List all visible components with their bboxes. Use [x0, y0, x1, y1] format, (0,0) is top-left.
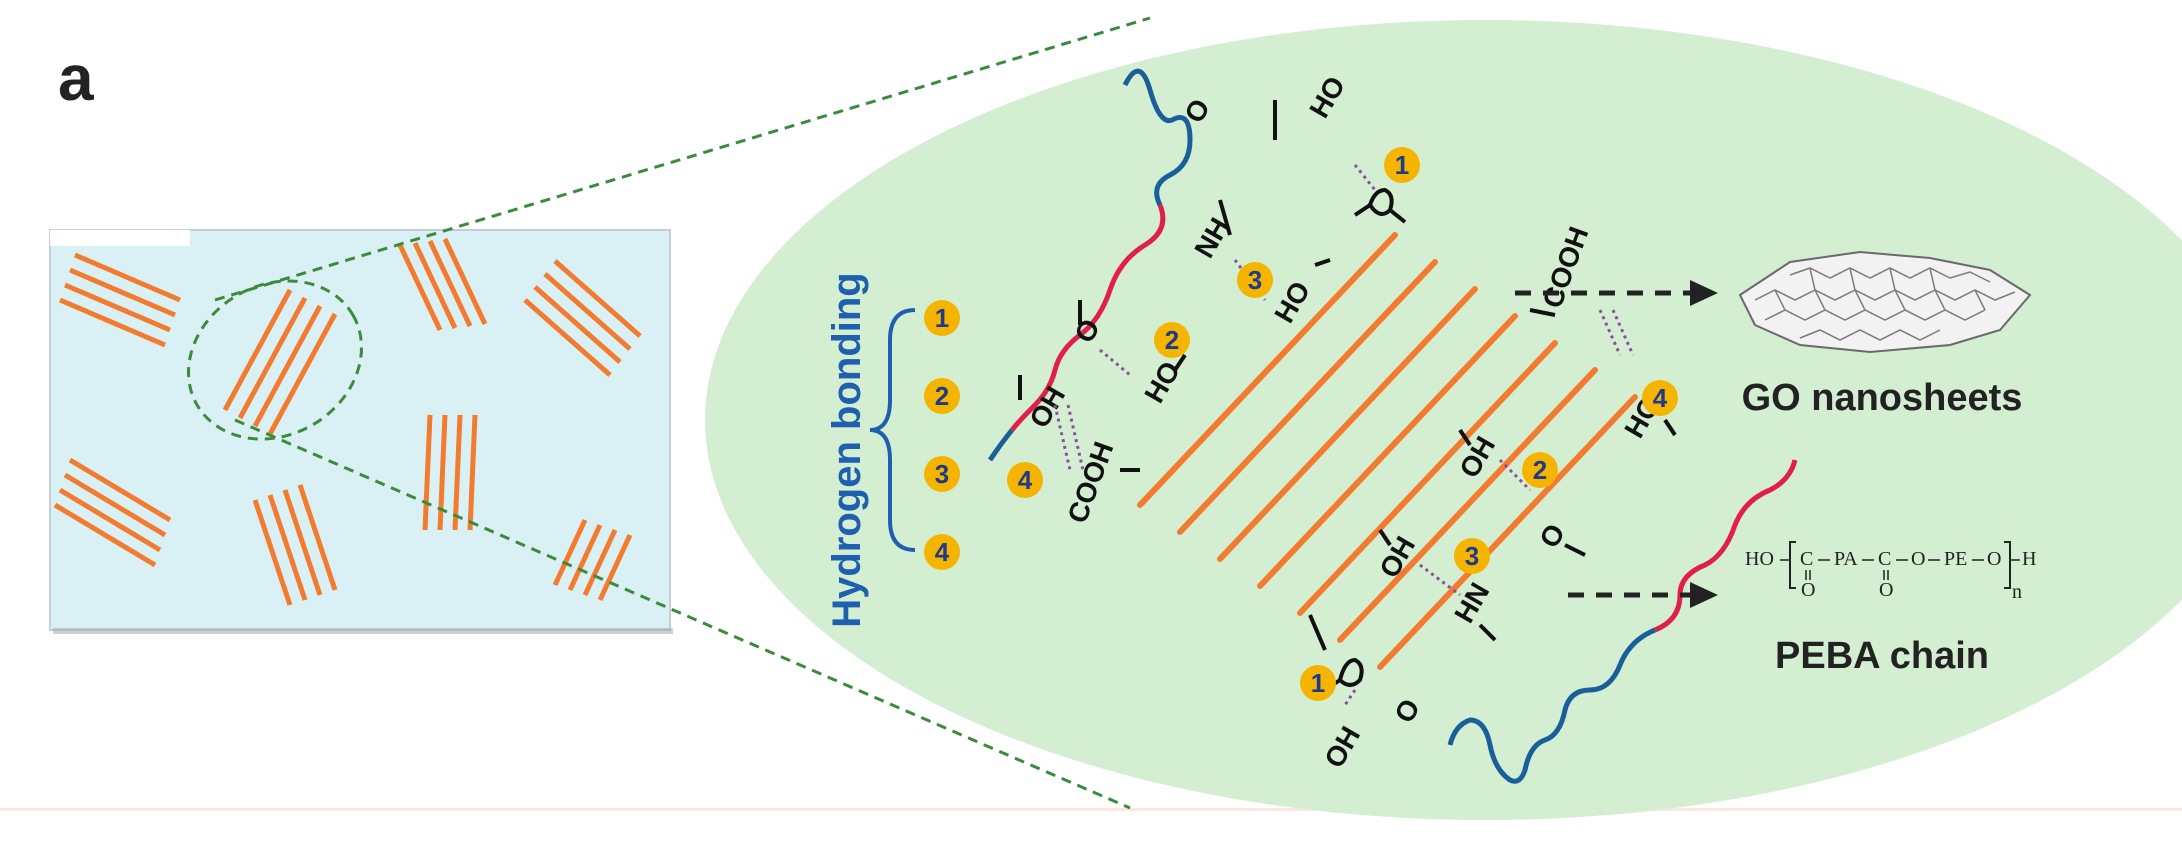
go-sheet-stack	[1137, 232, 1638, 670]
svg-text:1: 1	[1395, 150, 1409, 180]
svg-text:2: 2	[935, 381, 949, 411]
svg-text:PA: PA	[1834, 548, 1858, 570]
bond-badge-lower-3: 3	[1454, 538, 1490, 574]
arrow-to-go	[1515, 280, 1718, 306]
go-nanosheets-label: GO nanosheets	[1742, 377, 2023, 419]
membrane-box-corner	[50, 230, 190, 246]
hbond-legend-title: Hydrogen bonding	[825, 272, 869, 628]
hbond-legend-badge-2: 2	[924, 378, 960, 414]
panel-label: a	[58, 42, 94, 114]
sheet-stack-1	[59, 252, 181, 348]
hbond-legend-badge-1: 1	[924, 300, 960, 336]
upper-peba-chain-blue	[1122, 68, 1193, 207]
zoom-source-ellipse	[187, 279, 363, 441]
hbond-legend-badge-4: 4	[924, 534, 960, 570]
upper-peba-chain-red	[1010, 204, 1166, 432]
bond-badge-upper-4: 4	[1007, 462, 1043, 498]
zoom-line-bottom	[234, 418, 1131, 810]
lower-peba-chain-red	[1653, 459, 1798, 633]
upper-peba-chain-blue-2	[987, 428, 1014, 462]
sheet-stack-5	[53, 457, 172, 568]
bond-badge-lower-4: 4	[1642, 380, 1678, 416]
svg-text:4: 4	[1653, 383, 1668, 413]
svg-text:O: O	[1879, 579, 1893, 601]
svg-text:2: 2	[1533, 455, 1547, 485]
sheet-stack-7	[252, 484, 338, 606]
zoom-ellipse	[705, 20, 2182, 820]
svg-text:1: 1	[1311, 668, 1325, 698]
peba-formula: HO C O PA C O O PE O H n	[1745, 541, 2036, 603]
svg-text:4: 4	[1018, 465, 1033, 495]
svg-text:PE: PE	[1944, 548, 1967, 570]
go-nanosheet-structure	[1738, 250, 2032, 354]
hbond-legend-badge-3: 3	[924, 456, 960, 492]
peba-chain-label: PEBA chain	[1775, 635, 1989, 677]
svg-text:HO: HO	[1745, 548, 1774, 570]
bond-badge-lower-1: 1	[1300, 665, 1336, 701]
sheet-stack-3	[222, 288, 338, 436]
svg-text:2: 2	[1165, 325, 1179, 355]
zoom-line-top	[214, 16, 1151, 302]
arrow-to-peba	[1568, 582, 1718, 608]
bond-badge-upper-2: 2	[1154, 322, 1190, 358]
svg-text:4: 4	[935, 537, 950, 567]
svg-text:3: 3	[1248, 265, 1262, 295]
bond-badge-upper-3: 3	[1237, 262, 1273, 298]
svg-text:O: O	[1801, 579, 1815, 601]
sheet-stack-8	[552, 518, 633, 602]
svg-text:O: O	[1911, 548, 1925, 570]
membrane-box-shadow	[53, 628, 673, 634]
svg-text:C: C	[1800, 548, 1813, 570]
bond-badge-upper-1: 1	[1384, 147, 1420, 183]
svg-text:3: 3	[935, 459, 949, 489]
bottom-rule	[0, 808, 2182, 811]
svg-text:1: 1	[935, 303, 949, 333]
sheet-stack-4	[523, 259, 642, 377]
sheet-stack-2	[397, 237, 488, 332]
bond-badge-lower-2: 2	[1522, 452, 1558, 488]
svg-text:C: C	[1878, 548, 1891, 570]
svg-text:O: O	[1987, 548, 2001, 570]
hbond-legend-brace	[869, 308, 916, 552]
lower-peba-chain-blue	[1447, 627, 1656, 784]
svg-text:n: n	[2012, 581, 2022, 603]
svg-text:3: 3	[1465, 541, 1479, 571]
svg-text:H: H	[2022, 548, 2036, 570]
